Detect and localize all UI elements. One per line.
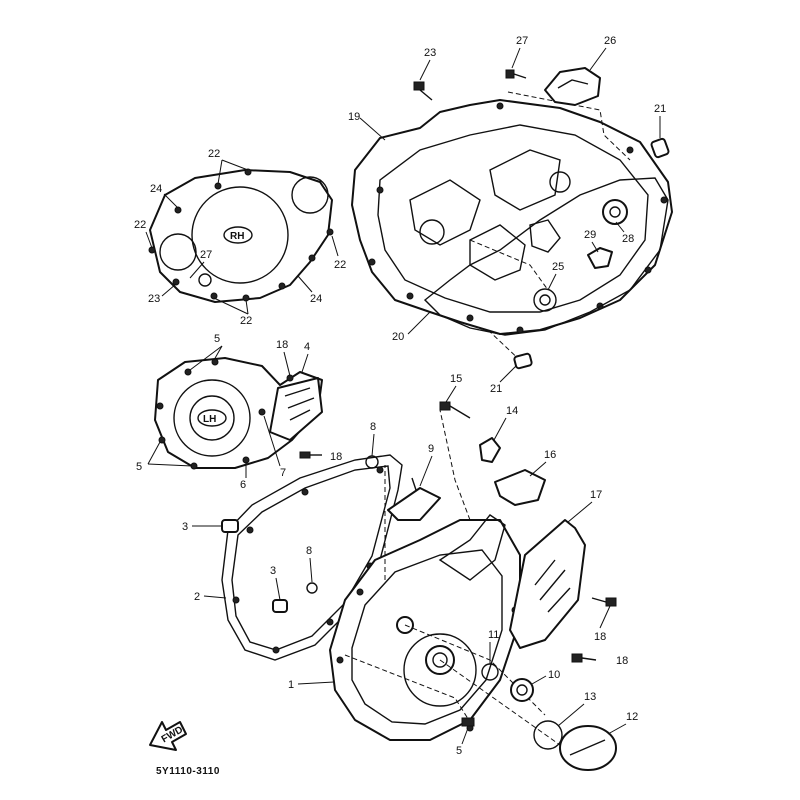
part-29 [587, 247, 613, 269]
callout-14: 14 [506, 405, 518, 417]
callout-18-right: 18 [594, 631, 606, 643]
callout-4: 4 [304, 341, 310, 353]
oring-8-bottom [306, 582, 318, 594]
callout-18-top: 18 [276, 339, 288, 351]
bolt-23-top [413, 81, 433, 101]
callout-8-inner: 8 [306, 545, 312, 557]
callout-10: 10 [548, 669, 560, 681]
dowel-3-left [221, 519, 239, 533]
callout-21-bottom: 21 [490, 383, 502, 395]
bolt-18-lower [571, 653, 597, 663]
crankcase-assembly [351, 91, 673, 366]
part-26 [544, 67, 601, 106]
bracket-16 [494, 469, 546, 506]
rh-cover-view: RH [148, 168, 334, 303]
callout-6: 6 [240, 479, 246, 491]
callout-22-a: 22 [208, 148, 220, 160]
callout-12: 12 [626, 711, 638, 723]
link-9 [387, 477, 441, 521]
callout-15: 15 [450, 373, 462, 385]
oring-13 [533, 720, 563, 750]
callout-20: 20 [392, 331, 404, 343]
callout-22-d: 22 [334, 259, 346, 271]
callout-5-bottom: 5 [456, 745, 462, 757]
bolt-5-lower [461, 717, 475, 727]
callout-3-left: 3 [182, 521, 188, 533]
cap-12 [559, 725, 617, 771]
callout-27-mid: 27 [200, 249, 212, 261]
callout-19: 19 [348, 111, 360, 123]
callout-23-top: 23 [424, 47, 436, 59]
callout-27-top: 27 [516, 35, 528, 47]
callout-5-top: 5 [214, 333, 220, 345]
dowel-21-top [650, 137, 670, 159]
dowel-3-inner [272, 599, 288, 613]
callout-8-top: 8 [370, 421, 376, 433]
plug-10 [510, 678, 534, 702]
dowel-21-bottom [513, 352, 533, 370]
callout-17: 17 [590, 489, 602, 501]
callout-9: 9 [428, 443, 434, 455]
lh-cover-view: LH [154, 357, 323, 470]
callout-29: 29 [584, 229, 596, 241]
crankcase-cover-assembly [221, 409, 561, 746]
plate-17 [509, 519, 586, 649]
callout-25: 25 [552, 261, 564, 273]
callout-23-mid: 23 [148, 293, 160, 305]
callout-28: 28 [622, 233, 634, 245]
callouts: 23 27 26 21 19 22 24 22 27 23 22 24 22 2… [134, 35, 666, 757]
callout-21-top: 21 [654, 103, 666, 115]
callout-3-inner: 3 [270, 565, 276, 577]
front-arrow: FWD [149, 721, 187, 751]
callout-26: 26 [604, 35, 616, 47]
bolt-27-top [505, 69, 527, 79]
rh-cover-label: RH [230, 231, 244, 242]
drawing-code: 5Y1110-3110 [156, 766, 220, 777]
callout-22-c: 22 [240, 315, 252, 327]
callout-18-mid: 18 [330, 451, 342, 463]
callout-13: 13 [584, 691, 596, 703]
callout-18-lower: 18 [616, 655, 628, 667]
lh-cover-label: LH [203, 414, 216, 425]
callout-2: 2 [194, 591, 200, 603]
callout-22-b: 22 [134, 219, 146, 231]
bolt-18-right [591, 597, 617, 607]
callout-24-a: 24 [150, 183, 162, 195]
callout-16: 16 [544, 449, 556, 461]
callout-7: 7 [280, 467, 286, 479]
callout-24-b: 24 [310, 293, 322, 305]
bolt-15 [439, 401, 471, 419]
callout-5-mid: 5 [136, 461, 142, 473]
callout-1: 1 [288, 679, 294, 691]
callout-11: 11 [488, 629, 499, 641]
part-14 [479, 437, 501, 463]
